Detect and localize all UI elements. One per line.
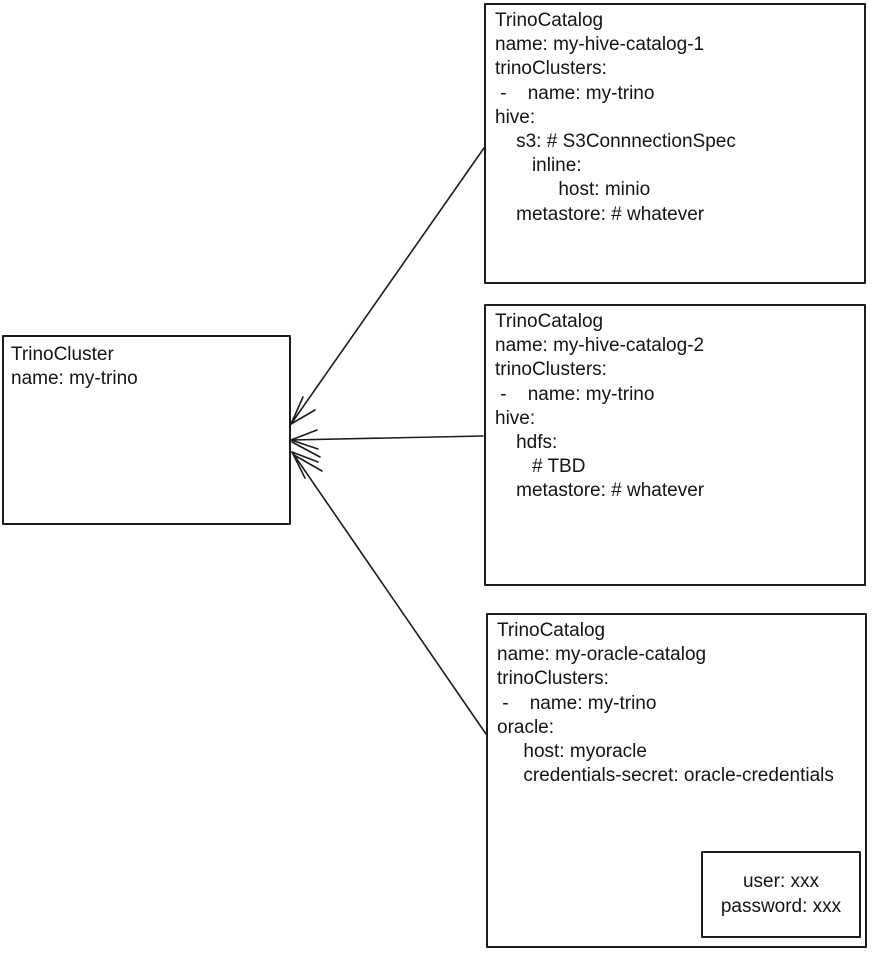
yaml-line: metastore: # whatever bbox=[495, 480, 705, 502]
yaml-line: trinoClusters: bbox=[495, 359, 607, 381]
trinocatalog-hive-2-box: TrinoCatalog name: my-hive-catalog-2 tri… bbox=[484, 304, 866, 586]
yaml-line: name: my-hive-catalog-2 bbox=[495, 335, 705, 357]
arrowhead-catalog2-icon bbox=[290, 439, 319, 450]
yaml-line: name: my-oracle-catalog bbox=[497, 644, 707, 666]
yaml-line: name: my-hive-catalog-1 bbox=[495, 34, 705, 56]
arrowhead-catalog2-icon bbox=[291, 441, 321, 458]
connector-catalog2-cluster bbox=[290, 435, 484, 441]
yaml-line: trinoClusters: bbox=[497, 668, 609, 690]
resource-title: TrinoCatalog bbox=[497, 620, 606, 641]
yaml-line: trinoClusters: bbox=[495, 58, 607, 80]
resource-title: TrinoCatalog bbox=[495, 10, 604, 31]
arrowhead-catalog3-icon bbox=[291, 451, 319, 463]
arrowhead-catalog1-icon bbox=[290, 396, 304, 425]
yaml-line: hdfs: bbox=[495, 432, 558, 454]
arrowhead-catalog1-icon bbox=[290, 409, 316, 425]
resource-title: TrinoCluster bbox=[11, 344, 114, 365]
secret-password-line: password: xxx bbox=[720, 895, 842, 917]
connector-catalog1-cluster bbox=[290, 147, 485, 425]
yaml-line: s3: # S3ConnnectionSpec bbox=[495, 131, 736, 153]
yaml-line: - name: my-trino bbox=[497, 692, 657, 714]
yaml-line: - name: my-trino bbox=[495, 82, 655, 104]
trinocatalog-hive-1-box: TrinoCatalog name: my-hive-catalog-1 tri… bbox=[484, 3, 866, 284]
yaml-line: # TBD bbox=[495, 456, 586, 478]
secret-user-line: user: xxx bbox=[742, 871, 820, 893]
yaml-line: host: myoracle bbox=[497, 741, 647, 763]
yaml-line: hive: bbox=[495, 106, 536, 128]
arrowhead-catalog3-icon bbox=[293, 454, 323, 472]
yaml-line: metastore: # whatever bbox=[495, 203, 705, 225]
arrowhead-catalog3-icon bbox=[291, 451, 306, 479]
arrowhead-catalog2-icon bbox=[290, 429, 318, 441]
yaml-line: name: my-trino bbox=[11, 368, 138, 390]
yaml-line: host: minio bbox=[495, 179, 651, 201]
yaml-line: inline: bbox=[495, 155, 582, 177]
yaml-line: hive: bbox=[495, 407, 536, 429]
connector-catalog3-cluster bbox=[291, 451, 487, 735]
resource-title: TrinoCatalog bbox=[495, 311, 604, 332]
yaml-line: credentials-secret: oracle-credentials bbox=[497, 765, 834, 787]
oracle-credentials-secret-box: user: xxx password: xxx bbox=[701, 851, 861, 938]
yaml-line: oracle: bbox=[497, 716, 555, 738]
trinocluster-box: TrinoCluster name: my-trino bbox=[2, 335, 291, 525]
yaml-line: - name: my-trino bbox=[495, 383, 655, 405]
